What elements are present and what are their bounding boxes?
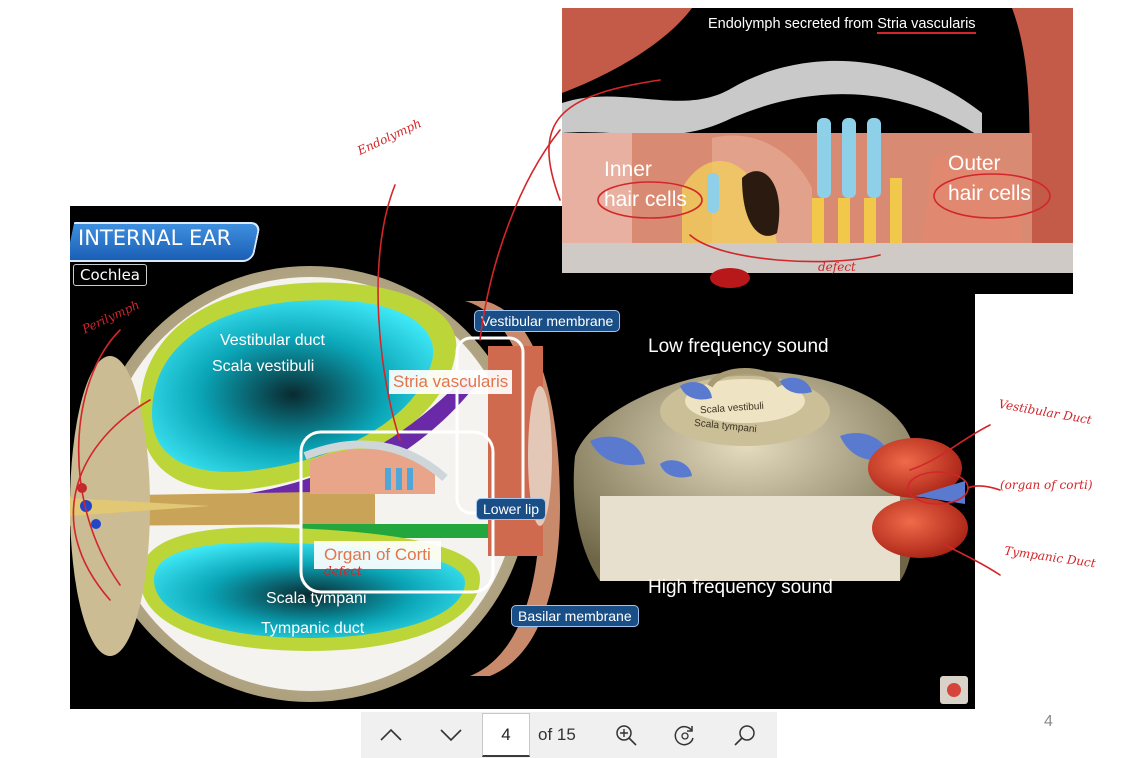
label-outer-line2: hair cells — [948, 182, 1031, 205]
slide-title: INTERNAL EAR — [78, 226, 232, 250]
zoom-in-button[interactable] — [610, 719, 642, 751]
annotation-stroke-vestibular — [909, 424, 991, 471]
pdf-toolbar: 4 of 15 — [361, 712, 777, 758]
page-number-input[interactable]: 4 — [482, 713, 530, 757]
label-outer-hair-cells: Outer hair cells — [948, 149, 1031, 209]
next-page-button[interactable] — [435, 719, 467, 751]
inset-caption-highlight: Stria vascularis — [877, 16, 976, 34]
organ-of-corti-illustration — [562, 8, 1073, 294]
label-scala-vestibuli: Scala vestibuli — [212, 358, 315, 375]
label-low-frequency: Low frequency sound — [648, 336, 829, 357]
inset-image: Endolymph secreted from Stria vascularis… — [562, 8, 1073, 294]
pill-vestibular-membrane: Vestibular membrane — [474, 310, 621, 332]
annotation-circle-corti — [907, 471, 969, 505]
rotate-icon — [674, 725, 694, 746]
chevron-down-icon — [440, 729, 462, 742]
page-number-marker: 4 — [1044, 713, 1053, 730]
annotation-circle-outer — [933, 173, 1051, 219]
annotation-stroke-perilymph-2 — [72, 399, 151, 601]
label-inner-line1: Inner — [604, 158, 652, 181]
label-high-frequency: High frequency sound — [648, 577, 833, 598]
label-inner-line2: hair cells — [604, 188, 687, 211]
pill-basilar-membrane: Basilar membrane — [511, 605, 639, 627]
slide-subtitle: Cochlea — [73, 264, 147, 286]
annotation-defect-1: defect — [818, 260, 856, 274]
previous-page-button[interactable] — [375, 719, 407, 751]
pill-lower-lip: Lower lip — [476, 498, 547, 520]
rotate-button[interactable] — [669, 719, 701, 751]
zoom-in-icon — [616, 725, 637, 746]
label-outer-line1: Outer — [948, 152, 1001, 175]
label-vestibular-duct: Vestibular duct — [220, 332, 325, 349]
inset-caption: Endolymph secreted from Stria vascularis — [708, 16, 976, 34]
label-tympanic-duct: Tympanic duct — [261, 620, 365, 637]
search-button[interactable] — [729, 719, 761, 751]
annotation-stroke-perilymph-1 — [77, 329, 121, 586]
overlay-stria-vascularis: Stria vascularis — [389, 370, 513, 394]
page-total-label: of 15 — [538, 725, 576, 744]
annotation-stroke-tympanic — [944, 544, 1001, 576]
overlay-organ-of-corti: Organ of Corti — [314, 541, 441, 569]
inset-caption-prefix: Endolymph secreted from — [708, 16, 878, 32]
label-scala-tympani: Scala tympani — [266, 590, 367, 607]
annotation-stroke-corti — [967, 485, 1001, 491]
annotation-defect-2: defect — [324, 564, 362, 578]
annotation-organ-of-corti: (organ of corti) — [1000, 478, 1093, 492]
annotation-stroke-endolymph — [377, 184, 401, 441]
annotation-stroke-endolymph-inset — [479, 129, 561, 341]
annotation-circle-inner — [597, 181, 703, 219]
chevron-up-icon — [380, 728, 402, 741]
search-icon — [734, 725, 755, 746]
annotation-stroke-defect — [689, 234, 881, 263]
annotation-stroke-curve — [548, 79, 661, 201]
label-inner-hair-cells: Inner hair cells — [604, 155, 687, 215]
